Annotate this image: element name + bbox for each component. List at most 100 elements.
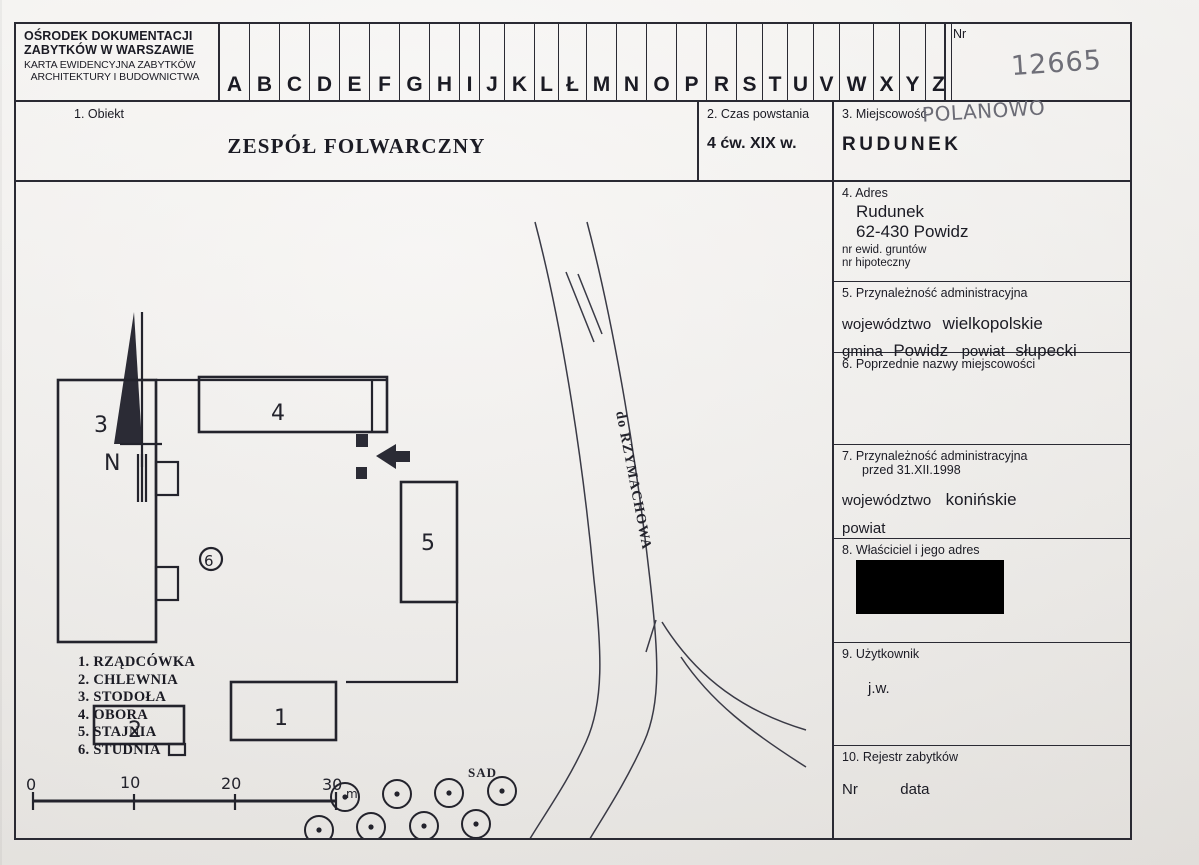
gate-entrance-arrow bbox=[356, 434, 410, 479]
alphabet-cell-U[interactable]: U bbox=[788, 24, 814, 100]
scale-tick-20: 20 bbox=[221, 774, 241, 793]
alphabet-cell-K[interactable]: K bbox=[505, 24, 535, 100]
powiat-value: słupecki bbox=[1015, 341, 1077, 360]
building-3: 3 bbox=[56, 378, 180, 644]
field-obiekt: 1. Obiekt ZESPÓŁ FOLWARCZNY bbox=[16, 102, 699, 180]
alphabet-cell-D[interactable]: D bbox=[310, 24, 340, 100]
miejscowosc-value: RUDUNEK bbox=[842, 134, 962, 155]
alphabet-cell-G[interactable]: G bbox=[400, 24, 430, 100]
card-header: OŚRODEK DOKUMENTACJI ZABYTKÓW W WARSZAWI… bbox=[16, 24, 1130, 102]
card-number-handwritten: 12665 bbox=[1010, 44, 1103, 83]
section-uzytkownik: 9. Użytkownik j.w. bbox=[834, 643, 1130, 746]
alphabet-cell-R[interactable]: R bbox=[707, 24, 737, 100]
section-poprzednie-nazwy: 6. Poprzednie nazwy miejscowości bbox=[834, 353, 1130, 445]
alphabet-cell-X[interactable]: X bbox=[874, 24, 900, 100]
alphabet-cell-P[interactable]: P bbox=[677, 24, 707, 100]
alphabet-cell-Z[interactable]: Z bbox=[926, 24, 952, 100]
road-tick-marks bbox=[565, 271, 603, 343]
field-miejscowosc: 3. Miejscowość POLANOWO RUDUNEK bbox=[834, 95, 1130, 180]
miejscowosc-label: 3. Miejscowość bbox=[842, 107, 927, 121]
rejestr-nr-label: Nr bbox=[842, 781, 858, 798]
building-3-label: 3 bbox=[94, 413, 108, 438]
building-2-label: 2 bbox=[128, 718, 142, 743]
alphabet-cell-J[interactable]: J bbox=[480, 24, 505, 100]
road-main bbox=[529, 221, 658, 838]
alphabet-cell-Ł[interactable]: Ł bbox=[559, 24, 587, 100]
building-5: 5 bbox=[399, 480, 459, 604]
alphabet-cell-H[interactable]: H bbox=[430, 24, 460, 100]
przynaleznosc-przed-sub: przed 31.XII.1998 bbox=[862, 463, 961, 477]
poprzednie-label: 6. Poprzednie nazwy miejscowości bbox=[842, 357, 1036, 371]
wojewodztwo-przed-value: konińskie bbox=[945, 490, 1017, 509]
alphabet-cell-C[interactable]: C bbox=[280, 24, 310, 100]
alphabet-cell-T[interactable]: T bbox=[763, 24, 788, 100]
alphabet-cell-L[interactable]: L bbox=[535, 24, 559, 100]
legend-item-1: 1. RZĄDCÓWKA bbox=[78, 654, 196, 670]
alphabet-cell-N[interactable]: N bbox=[617, 24, 647, 100]
object-row: 1. Obiekt ZESPÓŁ FOLWARCZNY 2. Czas pows… bbox=[16, 95, 1130, 182]
legend-item-6: 6. STUDNIA bbox=[78, 741, 161, 758]
alphabet-cell-Y[interactable]: Y bbox=[900, 24, 926, 100]
scale-tick-0: 0 bbox=[26, 775, 36, 794]
powiat-label: powiat bbox=[961, 343, 1005, 360]
czas-value: 4 ćw. XIX w. bbox=[707, 135, 797, 152]
legend-item-2: 2. CHLEWNIA bbox=[78, 671, 178, 688]
wojewodztwo-przed-label: województwo bbox=[842, 492, 932, 509]
adres-line-1: Rudunek bbox=[856, 202, 925, 221]
orchard-trees-row-3 bbox=[16, 830, 832, 838]
scale-unit: m bbox=[346, 787, 358, 801]
alphabet-cell-A[interactable]: A bbox=[220, 24, 250, 100]
alphabet-cell-F[interactable]: F bbox=[370, 24, 400, 100]
wlasciciel-label: 8. Właściciel i jego adres bbox=[842, 543, 980, 557]
powiat-przed-label: powiat bbox=[842, 520, 886, 537]
scale-bar: 0 10 20 30 m bbox=[26, 773, 358, 810]
card-number-box: Nr 12665 bbox=[944, 24, 1130, 100]
wojewodztwo-label: województwo bbox=[842, 316, 932, 333]
orchard-trees bbox=[304, 776, 517, 838]
gmina-label: gmina bbox=[842, 343, 883, 360]
alphabet-cell-E[interactable]: E bbox=[340, 24, 370, 100]
section-rejestr: 10. Rejestr zabytków Nr data bbox=[834, 746, 1130, 840]
org-line-1: OŚRODEK DOKUMENTACJI bbox=[24, 29, 193, 43]
card-number-label: Nr bbox=[953, 27, 967, 41]
alphabet-cell-S[interactable]: S bbox=[737, 24, 763, 100]
section-adres: 4. Adres Rudunek 62-430 Powidz nr ewid. … bbox=[834, 182, 1130, 282]
adres-line-3: nr ewid. gruntów bbox=[842, 244, 927, 256]
building-1: 1 bbox=[229, 680, 338, 742]
section-wlasciciel: 8. Właściciel i jego adres bbox=[834, 539, 1130, 643]
scale-tick-30: 30 bbox=[322, 775, 342, 794]
alphabet-cell-I[interactable]: I bbox=[460, 24, 480, 100]
scale-tick-10: 10 bbox=[120, 773, 140, 792]
section-przynaleznosc-przed: 7. Przynależność administracyjna przed 3… bbox=[834, 445, 1130, 539]
courtyard-fence bbox=[346, 602, 459, 684]
road-label: do RZYMACHOWA bbox=[612, 410, 654, 551]
field-czas-powstania: 2. Czas powstania 4 ćw. XIX w. bbox=[699, 102, 834, 180]
site-plan-map: .bl{fill:none;stroke:#23232c;stroke-widt… bbox=[16, 182, 832, 838]
building-2: 2 bbox=[92, 704, 187, 757]
metadata-sidebar: 4. Adres Rudunek 62-430 Powidz nr ewid. … bbox=[832, 182, 1130, 838]
north-arrow: N bbox=[104, 312, 162, 502]
redaction-block bbox=[856, 560, 1004, 614]
alphabet-cell-M[interactable]: M bbox=[587, 24, 617, 100]
uzytkownik-value: j.w. bbox=[868, 680, 890, 697]
section-przynaleznosc: 5. Przynależność administracyjna wojewód… bbox=[834, 282, 1130, 360]
orchard-label: SAD bbox=[468, 765, 497, 780]
north-label: N bbox=[104, 451, 120, 476]
building-5-label: 5 bbox=[421, 531, 435, 556]
road-branch bbox=[645, 619, 807, 768]
alphabet-cell-W[interactable]: W bbox=[840, 24, 874, 100]
organisation-block: OŚRODEK DOKUMENTACJI ZABYTKÓW W WARSZAWI… bbox=[16, 24, 220, 100]
obiekt-value: ZESPÓŁ FOLWARCZNY bbox=[227, 134, 486, 158]
uzytkownik-label: 9. Użytkownik bbox=[842, 647, 920, 661]
alphabet-cell-V[interactable]: V bbox=[814, 24, 840, 100]
org-line-4: ARCHITEKTURY I BUDOWNICTWA bbox=[30, 71, 200, 83]
alphabet-cell-O[interactable]: O bbox=[647, 24, 677, 100]
czas-label: 2. Czas powstania bbox=[707, 107, 810, 121]
building-4: 4 bbox=[156, 375, 389, 434]
org-line-2: ZABYTKÓW W WARSZAWIE bbox=[24, 43, 195, 57]
alphabet-cell-B[interactable]: B bbox=[250, 24, 280, 100]
adres-line-4: nr hipoteczny bbox=[842, 257, 911, 269]
przynaleznosc-label: 5. Przynależność administracyjna bbox=[842, 286, 1028, 300]
